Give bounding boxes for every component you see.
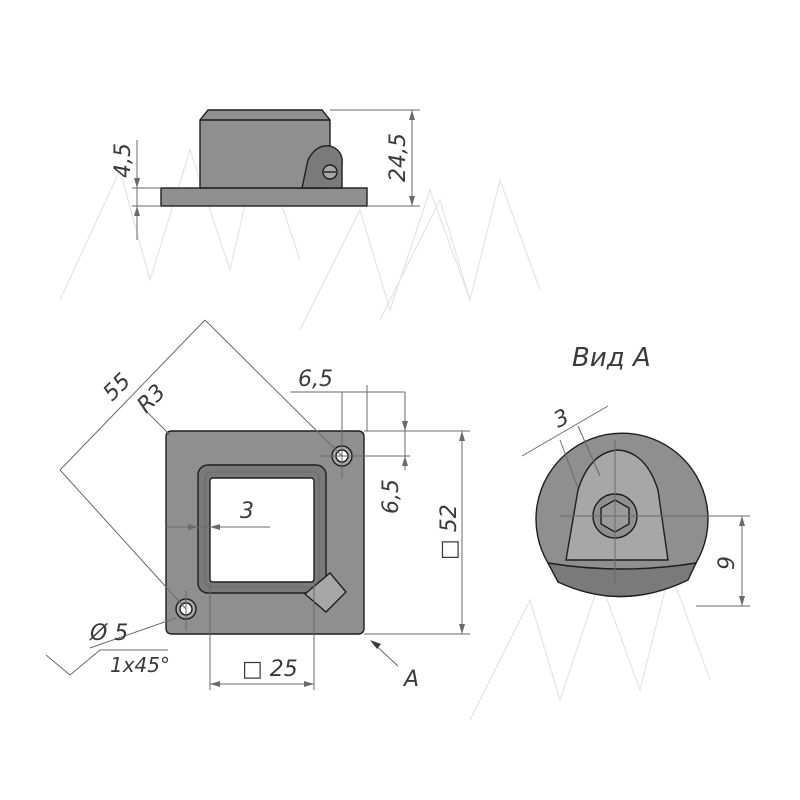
dim-view-a-width: 3	[550, 405, 573, 434]
dim-chamfer: 1x45°	[110, 653, 170, 677]
top-view	[45, 319, 470, 690]
dim-inner-square: □ 25	[242, 657, 298, 682]
dim-view-arrow: A	[402, 667, 419, 692]
dim-side-height-small: 4,5	[111, 143, 136, 178]
side-view	[132, 109, 420, 240]
view-a	[521, 405, 750, 607]
dim-hole-diameter: Ø 5	[89, 621, 128, 646]
dim-diagonal: 55	[99, 369, 136, 406]
dim-hole-offset-x: 6,5	[298, 367, 333, 392]
dim-base-square: □ 52	[437, 504, 462, 560]
dim-view-a-height: 9	[715, 556, 740, 570]
dim-wall-thickness: 3	[240, 499, 254, 524]
view-a-title: Вид А	[572, 343, 651, 373]
dim-side-height-total: 24,5	[386, 133, 411, 182]
dim-radius: R3	[133, 380, 171, 418]
watermark	[59, 137, 711, 721]
dim-hole-offset-y: 6,5	[379, 479, 404, 514]
